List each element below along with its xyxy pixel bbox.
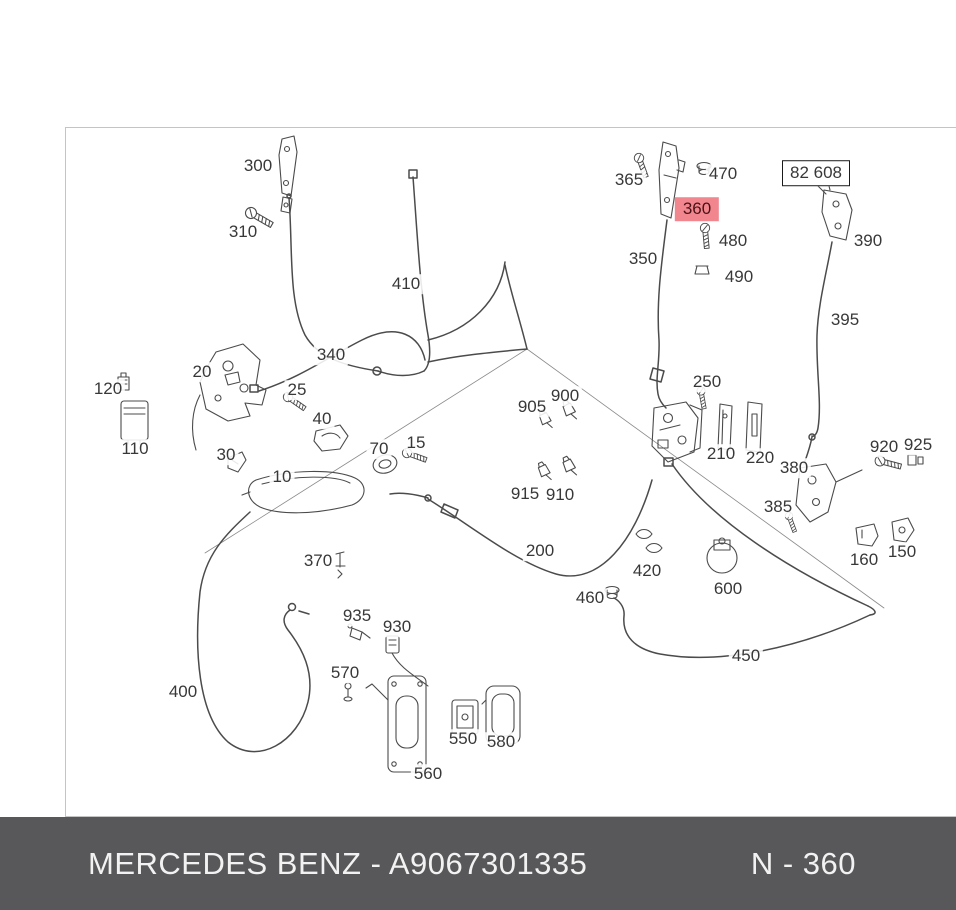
part-label-410[interactable]: 410	[388, 274, 424, 294]
perspective-guide-lines	[204, 348, 885, 609]
part-label-580[interactable]: 580	[483, 732, 519, 752]
part-label-395[interactable]: 395	[827, 310, 863, 330]
part-label-360[interactable]: 360	[674, 197, 720, 221]
part-label-390[interactable]: 390	[850, 231, 886, 251]
part-210-plate	[717, 403, 733, 451]
part-label-480[interactable]: 480	[715, 231, 751, 251]
part-350-cable	[649, 219, 668, 409]
part-915-connector	[535, 460, 554, 484]
part-label-30[interactable]: 30	[213, 445, 239, 465]
part-label-340[interactable]: 340	[313, 345, 349, 365]
part-label-layer: 300 310 410 340 365 470 360 82 608 390 350 480 490 3…	[90, 156, 936, 784]
part-935-sensor	[347, 623, 371, 641]
part-label-210[interactable]: 210	[703, 444, 739, 464]
part-label-20[interactable]: 20	[189, 362, 215, 382]
part-label-310[interactable]: 310	[225, 222, 261, 242]
part-label-920[interactable]: 920	[866, 437, 902, 457]
part-label-250[interactable]: 250	[689, 372, 725, 392]
part-label-420[interactable]: 420	[629, 561, 665, 581]
part-label-150[interactable]: 150	[884, 542, 920, 562]
part-label-200[interactable]: 200	[522, 541, 558, 561]
part-label-570[interactable]: 570	[327, 663, 363, 683]
part-label-365[interactable]: 365	[611, 170, 647, 190]
part-label-560[interactable]: 560	[410, 764, 446, 784]
part-400-cable	[196, 511, 311, 753]
part-label-370[interactable]: 370	[300, 551, 336, 571]
part-label-70[interactable]: 70	[366, 439, 392, 459]
part-label-385[interactable]: 385	[760, 497, 796, 517]
footer-part-ref: N - 360	[750, 845, 856, 881]
part-label-900[interactable]: 900	[547, 386, 583, 406]
footer-brand-text: MERCEDES BENZ - A9067301335	[88, 845, 588, 881]
part-label-910[interactable]: 910	[542, 485, 578, 505]
part-label-470[interactable]: 470	[705, 164, 741, 184]
part-label-930[interactable]: 930	[379, 617, 415, 637]
part-925-nut	[907, 454, 924, 466]
part-label-40[interactable]: 40	[309, 409, 335, 429]
part-label-220[interactable]: 220	[742, 448, 778, 468]
part-label-925[interactable]: 925	[900, 435, 936, 455]
part-label-380[interactable]: 380	[776, 458, 812, 478]
part-label-450[interactable]: 450	[728, 646, 764, 666]
part-920-screw	[873, 454, 903, 472]
part-370-clip	[335, 551, 346, 579]
part-label-110[interactable]: 110	[118, 439, 152, 459]
part-label-550[interactable]: 550	[445, 729, 481, 749]
part-340-cable	[249, 331, 528, 393]
part-300-bracket	[278, 135, 298, 214]
door-lock-assembly	[651, 401, 703, 463]
part-200-cable	[389, 479, 653, 577]
part-380-bracket	[795, 463, 863, 523]
part-490-clip	[694, 265, 710, 275]
part-150-clip	[891, 517, 915, 543]
part-110-housing	[120, 400, 149, 445]
part-label-460[interactable]: 460	[572, 588, 608, 608]
part-label-600[interactable]: 600	[710, 579, 746, 599]
part-910-connector	[559, 454, 579, 479]
part-label-915[interactable]: 915	[507, 484, 543, 504]
part-390-bracket	[817, 179, 853, 241]
part-10-door-handle	[241, 470, 365, 514]
part-label-905[interactable]: 905	[514, 397, 550, 417]
part-160-bracket	[855, 523, 879, 547]
part-420-clip	[635, 528, 663, 554]
part-410-cable	[286, 169, 528, 377]
part-label-15[interactable]: 15	[403, 433, 429, 453]
part-label-82-608[interactable]: 82 608	[782, 160, 850, 186]
part-395-cable	[803, 241, 833, 465]
part-label-400[interactable]: 400	[165, 682, 201, 702]
exploded-diagram-art	[117, 135, 924, 773]
part-label-300[interactable]: 300	[240, 156, 276, 176]
part-20-handle-frame	[191, 343, 267, 451]
part-label-490[interactable]: 490	[721, 267, 757, 287]
part-220-plate	[745, 401, 763, 453]
part-label-350[interactable]: 350	[625, 249, 661, 269]
part-label-120[interactable]: 120	[90, 379, 126, 399]
part-label-935[interactable]: 935	[339, 606, 375, 626]
part-450-cable	[613, 457, 876, 659]
part-label-160[interactable]: 160	[846, 550, 882, 570]
part-40-bracket	[313, 424, 349, 452]
part-label-25[interactable]: 25	[284, 380, 310, 400]
part-360-bracket	[658, 141, 686, 219]
part-label-10[interactable]: 10	[269, 467, 295, 487]
footer-bar: MERCEDES BENZ - A9067301335 N - 360	[0, 817, 956, 910]
part-600-clamp	[706, 537, 738, 574]
part-570-pin	[343, 682, 353, 702]
part-480-screw	[699, 222, 712, 250]
part-930-sensor	[385, 635, 429, 687]
part-560-gasket-plate	[365, 675, 427, 773]
